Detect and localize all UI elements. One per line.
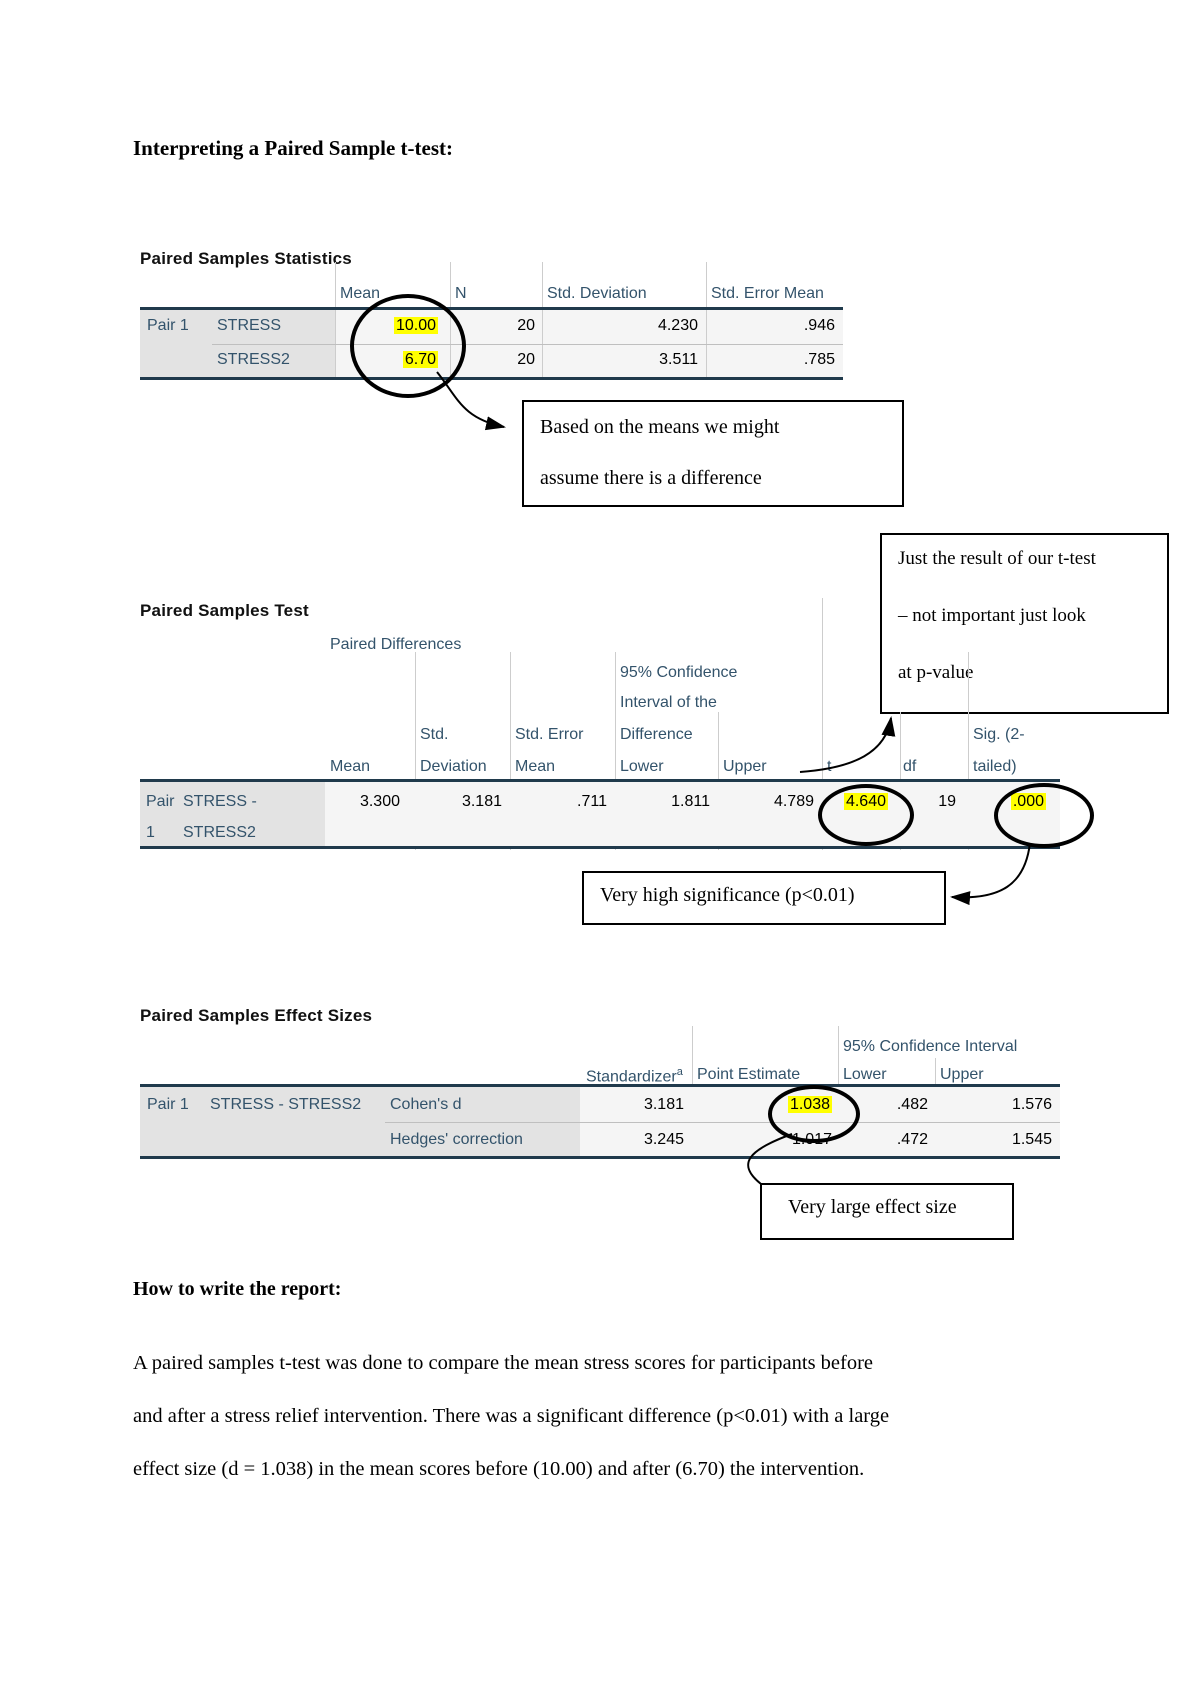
stats-header-n: N xyxy=(455,285,467,302)
test-value-bg xyxy=(325,782,1060,846)
arrow-table-to-ttest-note xyxy=(799,716,896,773)
test-ci-line3: Difference xyxy=(620,726,693,743)
test-header-t: t xyxy=(827,758,832,775)
report-line: and after a stress relief intervention. … xyxy=(133,1405,890,1427)
test-row-std-deviation: 3.181 xyxy=(461,793,502,810)
test-row-var1: STRESS - xyxy=(183,793,257,810)
test-row-std-error-mean: .711 xyxy=(577,793,607,810)
test-header-std1: Std. xyxy=(420,726,449,743)
effect-row-variable: STRESS - STRESS2 xyxy=(210,1096,362,1113)
significance-note-box xyxy=(582,871,946,925)
test-label-bg xyxy=(140,782,325,846)
effect-bottom-border xyxy=(140,1156,1060,1159)
test-row-var2: STRESS2 xyxy=(183,824,256,841)
effect-row-lower: .482 xyxy=(896,1096,928,1113)
effect-row-estimator: Cohen's d xyxy=(390,1096,462,1113)
test-ci-line2: Interval of the xyxy=(620,694,717,711)
test-divider xyxy=(615,652,616,850)
effect-size-circle-annotation xyxy=(768,1085,860,1143)
stats-header-std-deviation: Std. Deviation xyxy=(547,285,647,302)
effect-row-standardizer: 3.181 xyxy=(643,1096,684,1113)
test-row-lower: 1.811 xyxy=(671,793,710,810)
test-divider xyxy=(968,652,969,850)
stats-row-n: 20 xyxy=(517,351,535,368)
significance-note-text: Very high significance (p<0.01) xyxy=(600,884,855,906)
stats-header-std-error-mean: Std. Error Mean xyxy=(711,285,824,302)
test-header-lower: Lower xyxy=(620,758,664,775)
means-circle-annotation xyxy=(350,294,466,398)
effect-header-border xyxy=(140,1084,1060,1087)
test-header-upper: Upper xyxy=(723,758,767,775)
effect-row-standardizer: 3.245 xyxy=(643,1131,684,1148)
test-row-pair1: Pair xyxy=(146,793,175,810)
stats-header-border xyxy=(140,307,843,310)
test-group-header: Paired Differences xyxy=(330,636,462,653)
ttest-note-box xyxy=(880,533,1169,714)
means-note-box xyxy=(522,400,904,507)
effect-row-upper: 1.576 xyxy=(1011,1096,1052,1113)
stats-bottom-border xyxy=(140,377,843,380)
effect-header-point-estimate: Point Estimate xyxy=(697,1066,801,1083)
page-title: Interpreting a Paired Sample t-test: xyxy=(133,136,454,160)
stats-row-std-deviation: 4.230 xyxy=(657,317,698,334)
effect-row-lower: .472 xyxy=(896,1131,928,1148)
test-header-mean: Mean xyxy=(330,758,371,775)
stats-divider xyxy=(335,262,336,377)
test-header-se2: Mean xyxy=(515,758,556,775)
ttest-note-line3: at p-value xyxy=(898,662,974,683)
stats-label-bg xyxy=(140,310,335,377)
t-value-circle-annotation xyxy=(818,784,914,846)
test-header-se1: Std. Error xyxy=(515,726,584,743)
means-note-line1: Based on the means we might xyxy=(540,416,780,438)
effect-row-pair: Pair 1 xyxy=(147,1096,189,1113)
test-row-pair2: 1 xyxy=(146,824,155,841)
stats-row-separator xyxy=(212,344,843,345)
stats-divider xyxy=(542,262,543,377)
test-header-sig1: Sig. (2- xyxy=(973,726,1025,743)
effect-note-text: Very large effect size xyxy=(788,1196,957,1218)
effect-table-title: Paired Samples Effect Sizes xyxy=(140,1006,373,1025)
test-row-mean: 3.300 xyxy=(359,793,400,810)
report-line: A paired samples t-test was done to comp… xyxy=(133,1352,874,1374)
test-header-border xyxy=(140,779,1060,782)
effect-row-estimator: Hedges' correction xyxy=(390,1131,523,1148)
effect-header-standardizer: Standardizera xyxy=(586,1066,683,1086)
means-note-line2: assume there is a difference xyxy=(540,467,762,489)
report-line: effect size (d = 1.038) in the mean scor… xyxy=(133,1458,865,1480)
stats-row-std-deviation: 3.511 xyxy=(659,351,698,368)
test-header-std2: Deviation xyxy=(420,758,487,775)
ttest-note-line1: Just the result of our t-test xyxy=(898,548,1096,569)
test-header-sig2: tailed) xyxy=(973,758,1017,775)
test-table-title: Paired Samples Test xyxy=(140,601,309,620)
effect-row-upper: 1.545 xyxy=(1011,1131,1052,1148)
standardizer-label: Standardizer xyxy=(586,1068,677,1086)
effect-note-box xyxy=(760,1183,1014,1240)
report-heading: How to write the report: xyxy=(133,1278,342,1300)
effect-ci-header: 95% Confidence Interval xyxy=(843,1038,1018,1055)
stats-row-n: 20 xyxy=(517,317,535,334)
test-ci-line1: 95% Confidence xyxy=(620,664,738,681)
standardizer-footnote-marker: a xyxy=(676,1066,683,1078)
arrow-sig-to-note xyxy=(950,842,1031,906)
effect-header-upper: Upper xyxy=(940,1066,984,1083)
test-divider xyxy=(510,652,511,850)
stats-row-std-error-mean: .946 xyxy=(803,317,835,334)
test-bottom-border xyxy=(140,846,1060,849)
stats-row-pair: Pair 1 xyxy=(147,317,189,334)
effect-label-bg xyxy=(140,1087,580,1156)
sig-value-circle-annotation xyxy=(994,783,1094,848)
ttest-note-line2: – not important just look xyxy=(898,605,1086,626)
stats-table-title: Paired Samples Statistics xyxy=(140,249,352,268)
test-divider xyxy=(415,652,416,850)
stats-divider xyxy=(706,262,707,377)
effect-header-lower: Lower xyxy=(843,1066,887,1083)
test-header-df: df xyxy=(903,758,917,775)
effect-row-separator xyxy=(385,1122,1060,1123)
test-row-df: 19 xyxy=(938,793,956,810)
stats-header-mean: Mean xyxy=(340,285,381,302)
stats-row-std-error-mean: .785 xyxy=(803,351,835,368)
stats-row-variable: STRESS2 xyxy=(217,351,290,368)
test-row-upper: 4.789 xyxy=(773,793,814,810)
stats-row-variable: STRESS xyxy=(217,317,282,334)
